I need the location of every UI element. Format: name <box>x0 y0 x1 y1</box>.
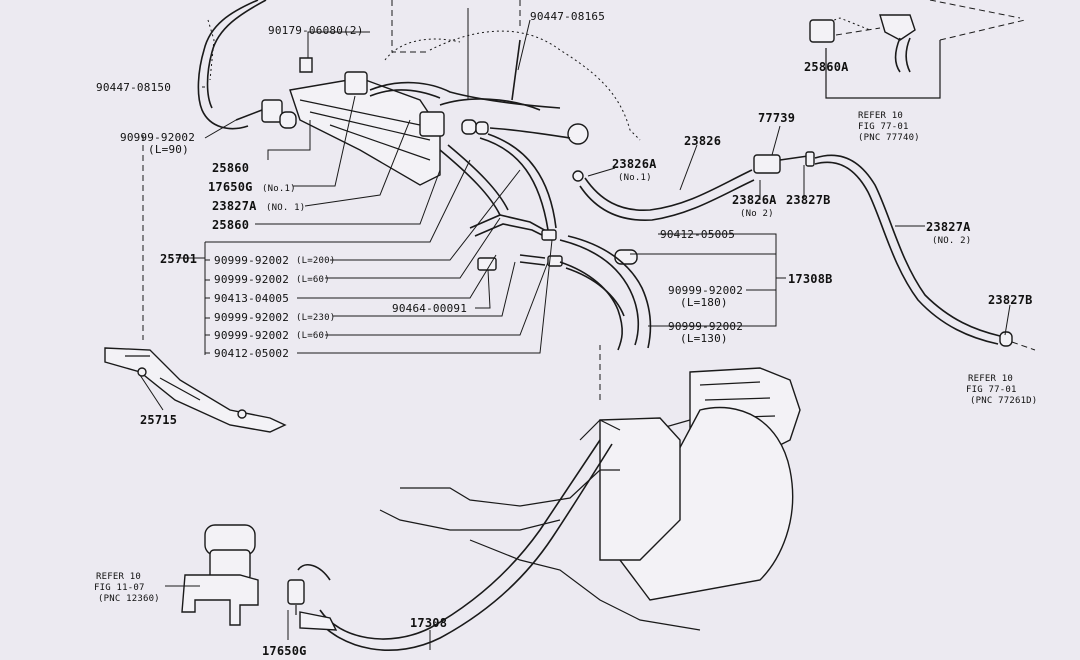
label-17650g-no1: 17650G <box>208 180 253 194</box>
mid-connectors <box>469 214 652 351</box>
label-23826: 23826 <box>684 134 721 148</box>
label-l200: (L=200) <box>296 256 335 266</box>
label-90179-06080: 90179-06080(2) <box>268 24 364 37</box>
label-23827b-b: 23827B <box>988 293 1033 307</box>
label-no1-b: (NO. 1) <box>266 203 305 213</box>
label-90999-92002-200: 90999-92002 <box>214 254 289 267</box>
label-90999-92002-60a: 90999-92002 <box>214 273 289 286</box>
label-25701: 25701 <box>160 252 197 266</box>
part-labels: 90447-08165 90179-06080(2) 90447-08150 9… <box>94 10 1037 658</box>
label-refer-c-2: FIG 11-07 <box>94 583 145 593</box>
label-23827b-a: 23827B <box>786 193 831 207</box>
label-l230: (L=230) <box>296 313 335 323</box>
label-25715: 25715 <box>140 413 177 427</box>
label-l60b: (L=60) <box>296 331 330 341</box>
mount-assembly <box>181 524 338 631</box>
hose-17308 <box>297 439 613 651</box>
label-90447-08165: 90447-08165 <box>530 10 605 23</box>
label-l180: (L=180) <box>680 296 728 309</box>
right-leaders <box>587 125 1011 336</box>
label-no2-b: (NO. 2) <box>932 236 971 246</box>
label-23826a-no2: 23826A <box>732 193 777 207</box>
valve-25860a <box>809 14 941 99</box>
label-23827a-no2: 23827A <box>926 220 971 234</box>
label-refer-b-1: REFER 10 <box>968 374 1013 384</box>
label-17650g-bottom: 17650G <box>262 644 307 658</box>
label-90999-92002-top: 90999-92002 <box>120 131 195 144</box>
bottom-leaders <box>165 585 431 650</box>
label-90412-05005: 90412-05005 <box>660 228 735 241</box>
label-refer-a-3: (PNC 77740) <box>858 133 920 143</box>
engine-lower <box>379 345 801 631</box>
label-17308: 17308 <box>410 616 447 630</box>
label-90999-92002-230: 90999-92002 <box>214 311 289 324</box>
bracket-25715 <box>104 347 287 433</box>
upper-hoses <box>235 39 571 231</box>
label-refer-a-1: REFER 10 <box>858 111 903 121</box>
label-77739: 77739 <box>758 111 795 125</box>
top-harness <box>197 0 267 130</box>
label-17308b: 17308B <box>788 272 833 286</box>
left-leaders <box>139 8 553 411</box>
label-no1-a: (No.1) <box>262 184 296 194</box>
label-90447-08150: 90447-08150 <box>96 81 171 94</box>
label-90999-92002-60b: 90999-92002 <box>214 329 289 342</box>
label-90999-92002-130: 90999-92002 <box>668 320 743 333</box>
label-l130: (L=130) <box>680 332 728 345</box>
label-refer-b-2: FIG 77-01 <box>966 385 1017 395</box>
label-25860a: 25860A <box>804 60 849 74</box>
label-refer-c-3: (PNC 12360) <box>98 594 160 604</box>
solenoid-bracket <box>261 57 589 186</box>
engine-outline <box>384 0 1026 141</box>
label-l60a: (L=60) <box>296 275 330 285</box>
label-no2-a: (No 2) <box>740 209 774 219</box>
label-23826a-no1: 23826A <box>612 157 657 171</box>
label-refer-b-3: (PNC 77261D) <box>970 396 1037 406</box>
label-no1-c: (No.1) <box>618 173 652 183</box>
label-23827a-no1: 23827A <box>212 199 257 213</box>
label-90413-04005: 90413-04005 <box>214 292 289 305</box>
label-90464-00091: 90464-00091 <box>392 302 467 315</box>
label-refer-a-2: FIG 77-01 <box>858 122 909 132</box>
right-hoses <box>572 151 1036 351</box>
label-refer-c-1: REFER 10 <box>96 572 141 582</box>
label-l90: (L=90) <box>148 143 189 156</box>
label-90999-92002-180: 90999-92002 <box>668 284 743 297</box>
label-25860-a: 25860 <box>212 161 249 175</box>
label-90412-05002: 90412-05002 <box>214 347 289 360</box>
label-25860-b: 25860 <box>212 218 249 232</box>
